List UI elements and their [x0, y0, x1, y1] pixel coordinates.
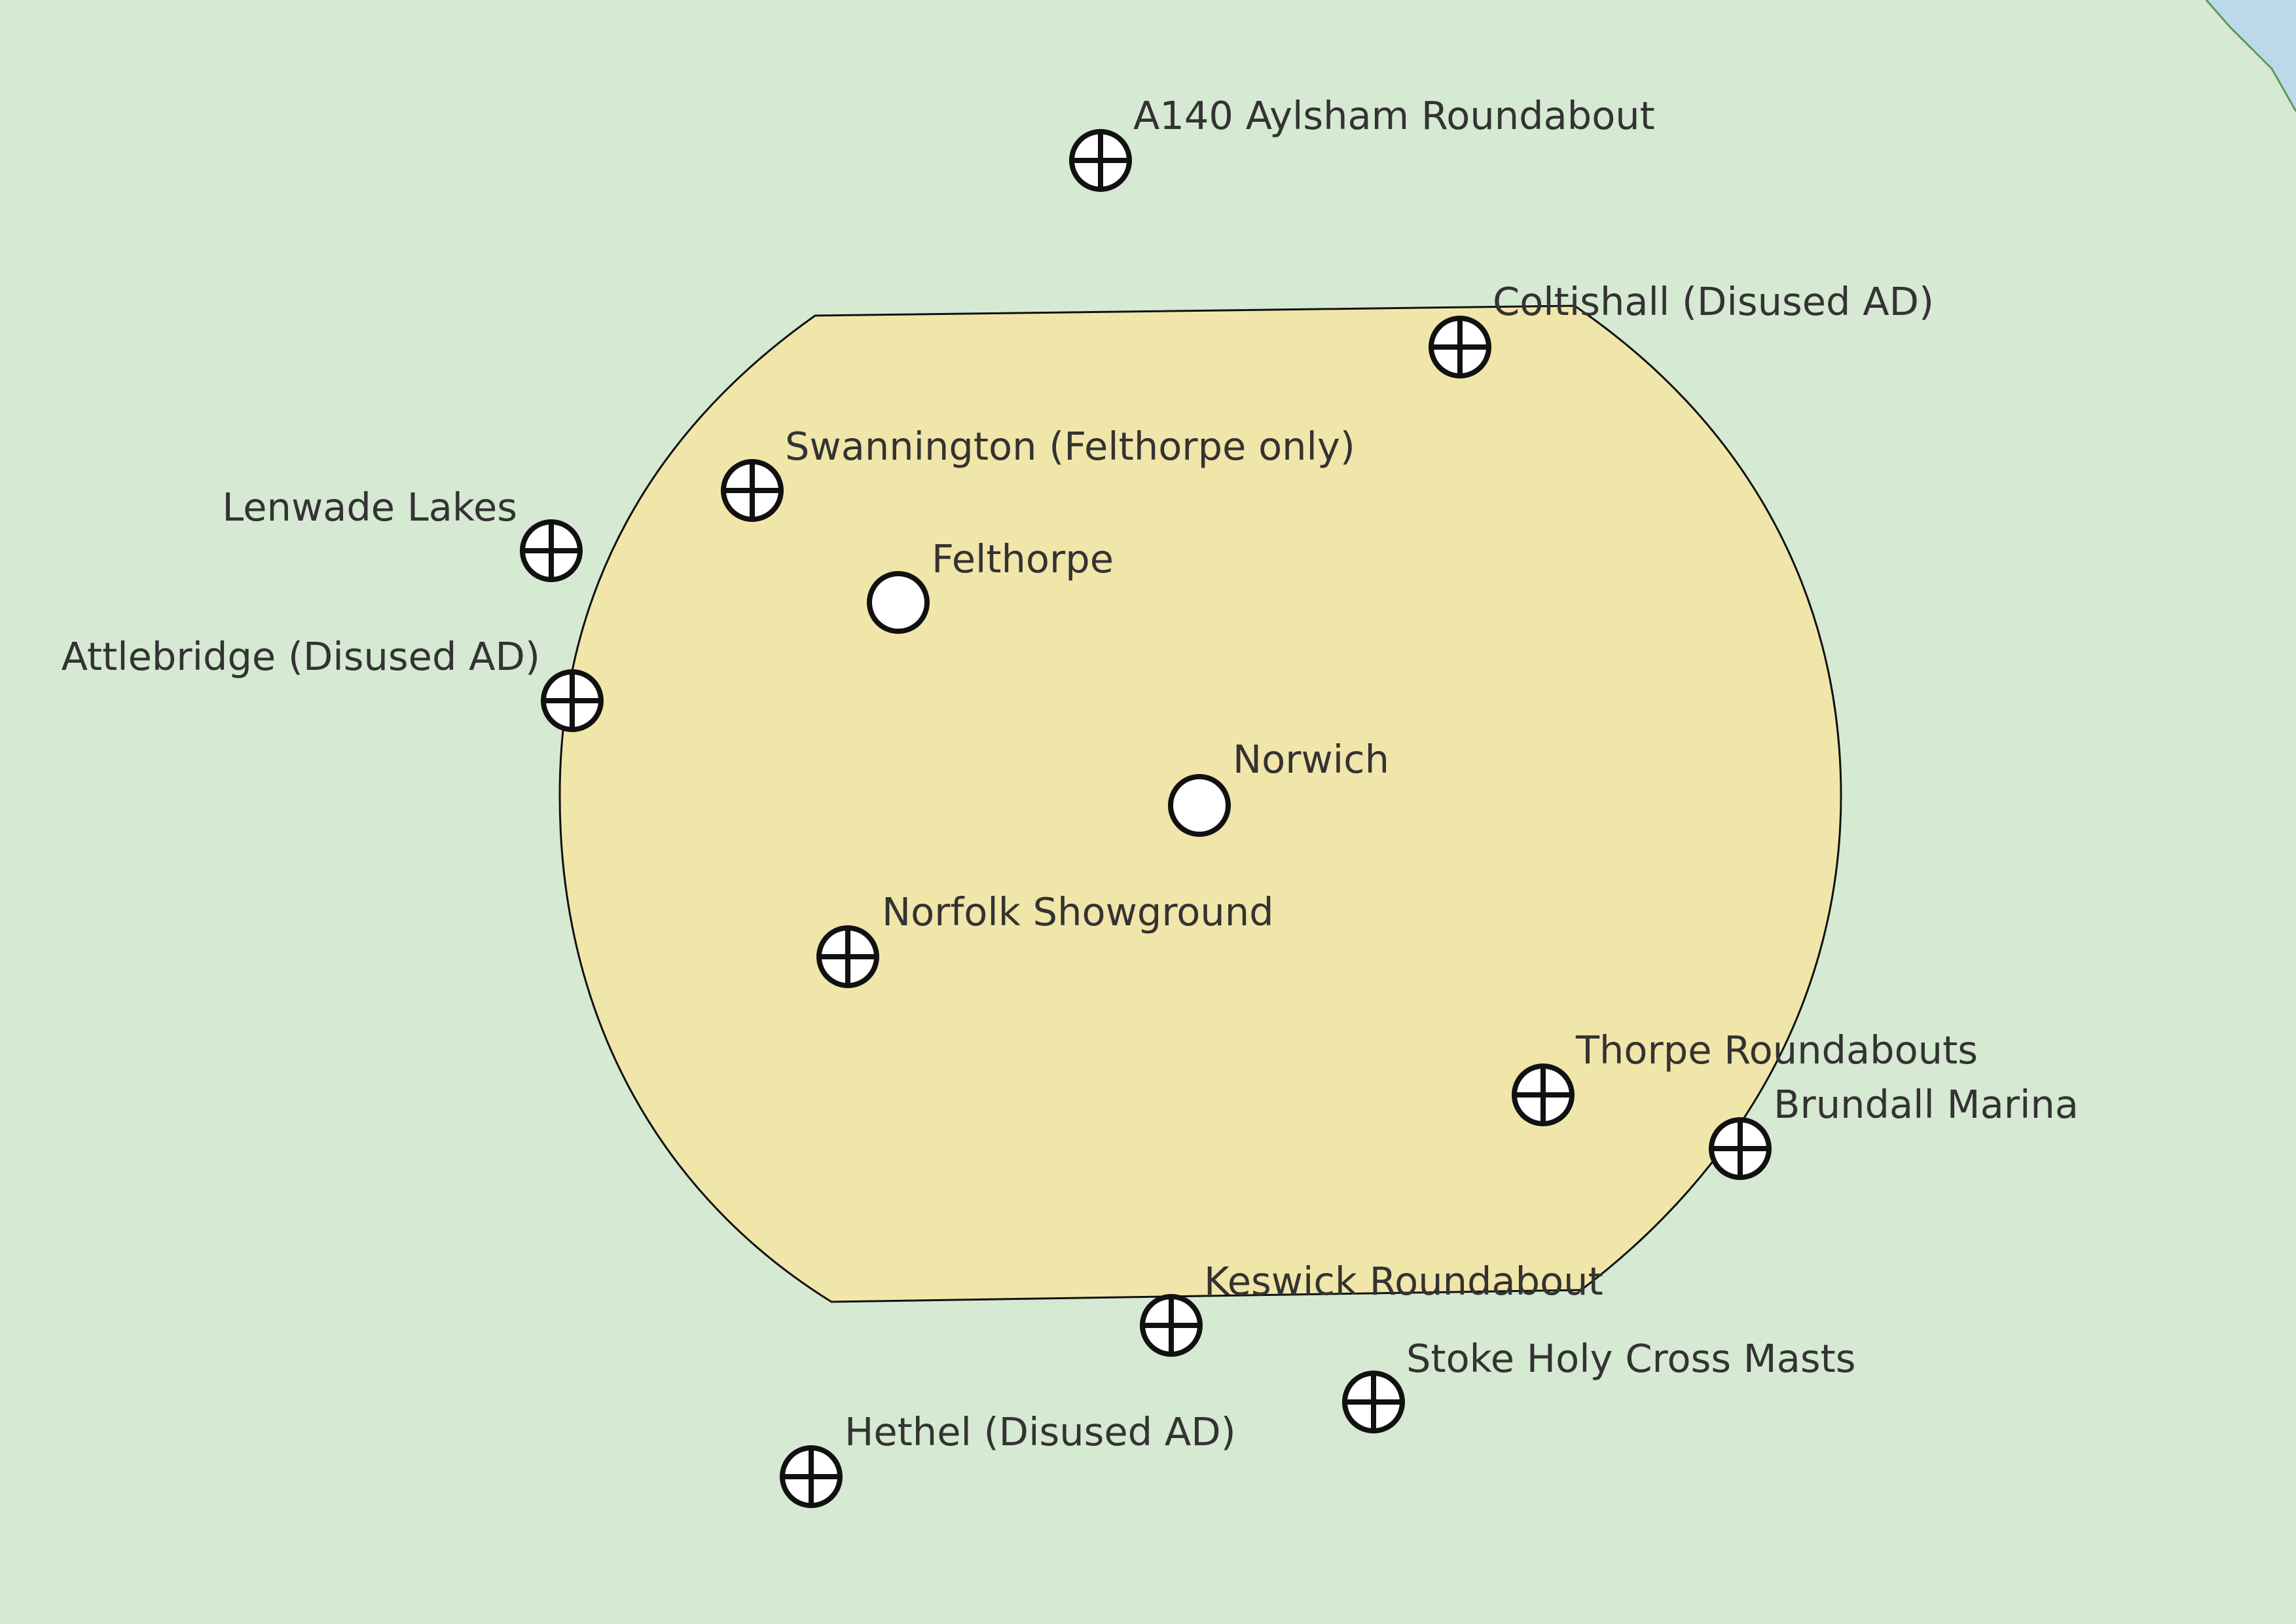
crossed-circle-icon[interactable]	[1069, 129, 1132, 192]
crossed-circle-icon[interactable]	[1429, 316, 1491, 378]
crossed-circle-icon[interactable]	[780, 1445, 843, 1508]
label-coltishall-disused-ad: Coltishall (Disused AD)	[1493, 279, 1934, 324]
label-thorpe-roundabouts: Thorpe Roundabouts	[1575, 1027, 1978, 1073]
crossed-circle-icon[interactable]	[1512, 1063, 1575, 1126]
sea-area	[2206, 0, 2296, 111]
label-hethel-disused-ad: Hethel (Disused AD)	[845, 1409, 1236, 1454]
label-swannington-felthorpe-only: Swannington (Felthorpe only)	[785, 424, 1355, 469]
label-a140-aylsham-roundabout: A140 Aylsham Roundabout	[1133, 93, 1655, 138]
crossed-circle-icon[interactable]	[1709, 1117, 1772, 1180]
crossed-circle-icon[interactable]	[721, 459, 784, 522]
open-circle-icon[interactable]	[1168, 774, 1231, 837]
label-brundall-marina: Brundall Marina	[1774, 1082, 2079, 1127]
open-circle-icon[interactable]	[867, 571, 930, 634]
label-attlebridge-disused-ad: Attlebridge (Disused AD)	[62, 634, 540, 679]
label-norwich: Norwich	[1233, 737, 1389, 782]
crossed-circle-icon[interactable]	[1342, 1371, 1405, 1433]
crossed-circle-icon[interactable]	[1140, 1294, 1203, 1357]
coastline	[2205, 0, 2296, 112]
crossed-circle-icon[interactable]	[816, 925, 879, 988]
label-felthorpe: Felthorpe	[932, 536, 1114, 581]
label-lenwade-lakes: Lenwade Lakes	[222, 485, 517, 530]
label-norfolk-showground: Norfolk Showground	[882, 889, 1274, 934]
crossed-circle-icon[interactable]	[541, 669, 604, 732]
label-stoke-holy-cross-masts: Stoke Holy Cross Masts	[1406, 1336, 1855, 1381]
crossed-circle-icon[interactable]	[520, 519, 583, 582]
label-keswick-roundabout: Keswick Roundabout	[1204, 1259, 1603, 1304]
